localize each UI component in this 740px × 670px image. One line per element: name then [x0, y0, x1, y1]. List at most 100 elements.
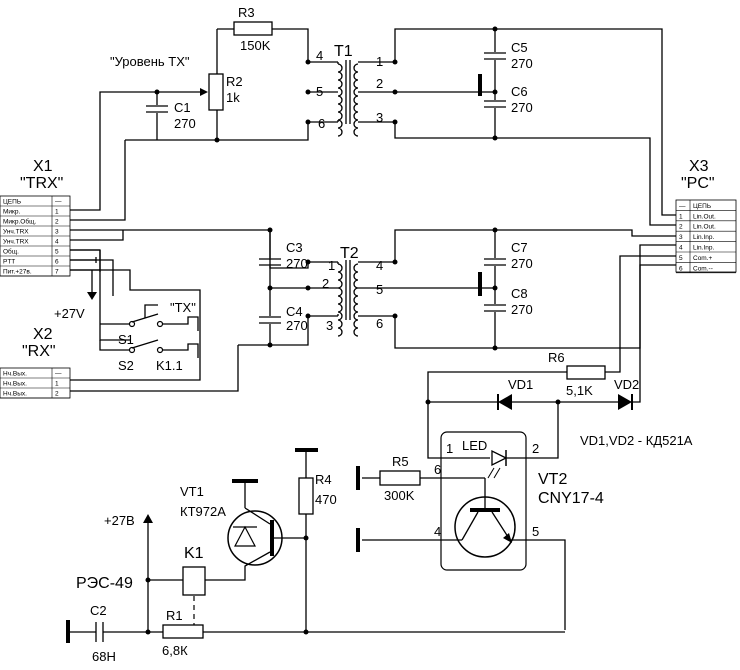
x1-row-5-a: Общ.	[3, 248, 19, 256]
x3-row-6-a: 6	[679, 265, 683, 272]
t1-pin-2: 2	[376, 76, 383, 91]
vd1-label: VD1	[508, 377, 533, 392]
t2-pin-1: 1	[328, 258, 335, 273]
x1-row-0-b: —	[55, 199, 62, 206]
ptt-switch-network	[70, 249, 239, 392]
r2-wiper-arrow	[200, 88, 208, 96]
vt2-name: CNY17-4	[538, 490, 604, 507]
r6-resistor	[566, 365, 606, 380]
x1-mic-wiring	[70, 140, 126, 221]
x3-row-0-a: —	[679, 203, 686, 210]
pc-lin-inp-2-wire	[394, 244, 676, 349]
t1-transformer	[337, 59, 398, 137]
r2-value: 1k	[226, 90, 240, 105]
c1-value: 270	[174, 116, 196, 131]
x1-row-0-a: ЦЕПЬ	[3, 199, 21, 206]
k1-relay-coil	[182, 566, 206, 596]
vt2-label: VT2	[538, 471, 567, 488]
r1-label: R1	[166, 608, 183, 623]
x2-row-0-b: —	[55, 371, 62, 378]
x2-name: "RX"	[22, 343, 56, 360]
t2-transformer	[337, 259, 398, 337]
x1-row-2-b: 2	[55, 219, 59, 226]
x3-row-1-a: 1	[679, 213, 683, 220]
r2-label: R2	[226, 74, 243, 89]
led-label: LED	[462, 438, 487, 453]
x3-row-4-a: 4	[679, 245, 683, 252]
pc-lin-out-1-wire	[394, 28, 676, 216]
x2-row-2-a: Нч.Вых.	[3, 391, 27, 398]
t1-output-network	[394, 26, 676, 226]
tx-note: "TX"	[170, 300, 196, 315]
x1-row-1-b: 1	[55, 209, 59, 216]
t2-pin-5: 5	[376, 282, 383, 297]
t1-pin-5: 5	[316, 84, 323, 99]
x1-label: X1	[33, 158, 53, 175]
t1-pin-3: 3	[376, 110, 383, 125]
c5-value: 270	[511, 56, 533, 71]
x2-label: X2	[33, 326, 53, 343]
r1-resistor	[162, 624, 204, 639]
r6-value: 5,1K	[566, 383, 593, 398]
t1-label: T1	[334, 43, 353, 60]
x2-row-1-b: 1	[55, 381, 59, 388]
c6-value: 270	[511, 100, 533, 115]
r3-value: 150K	[240, 38, 271, 53]
cny-pin-5: 5	[532, 524, 539, 539]
r1-value: 6,8К	[162, 643, 188, 658]
x1-row-3-a: Унч.TRX	[3, 229, 29, 236]
plus27v-arrow-label: +27V	[54, 306, 85, 321]
cny-pin-2: 2	[532, 441, 539, 456]
r5-label: R5	[392, 454, 409, 469]
x3-row-3-b: Lin.Inp.	[693, 234, 715, 241]
k1-label: K1	[184, 545, 204, 562]
x3-label: X3	[689, 158, 709, 175]
cny-pin-6: 6	[434, 462, 441, 477]
t2-pin-6: 6	[376, 316, 383, 331]
x1-row-5-b: 5	[55, 249, 59, 256]
r5-resistor	[379, 470, 421, 486]
k1-type: РЭС-49	[76, 575, 133, 592]
t1-pin-6: 6	[318, 116, 325, 131]
s2-label: S2	[118, 358, 134, 373]
r5-value: 300K	[384, 488, 415, 503]
vd-note: VD1,VD2 - КД521А	[580, 433, 693, 448]
c2-label: C2	[90, 603, 107, 618]
c8-value: 270	[511, 302, 533, 317]
t1-pin-1: 1	[376, 54, 383, 69]
x1-name: "TRX"	[20, 175, 63, 192]
x3-row-2-a: 2	[679, 224, 683, 231]
x3-row-0-b: ЦЕПЬ	[693, 203, 711, 210]
x1-row-1-a: Микр.	[3, 209, 21, 216]
t2-pin-3: 3	[326, 318, 333, 333]
x1-row-6-b: 6	[55, 259, 59, 266]
pc-lin-out-2-wire	[394, 122, 676, 226]
k1-1-label: K1.1	[156, 358, 183, 373]
x1-row-3-b: 3	[55, 229, 59, 236]
x2-row-1-a: Нч.Вых.	[3, 381, 27, 388]
vt1-label: VT1	[180, 484, 204, 499]
t1-input-network	[99, 21, 338, 196]
level-note: "Уровень ТХ"	[110, 54, 190, 69]
x3-row-5-b: Com.+	[693, 255, 713, 262]
pc-lin-inp-1-wire	[394, 229, 676, 262]
x1-row-4-b: 4	[55, 239, 59, 246]
vt1-name: КТ972А	[180, 504, 226, 519]
cny-pin-1: 1	[446, 441, 453, 456]
r4-resistor	[298, 477, 314, 515]
c8-label: C8	[511, 286, 528, 301]
x3-row-5-a: 5	[679, 255, 683, 262]
c7-label: C7	[511, 240, 528, 255]
x3-row-6-b: Com.--	[693, 265, 713, 272]
com-network	[425, 255, 676, 459]
c5-label: C5	[511, 40, 528, 55]
x2-row-2-b: 2	[55, 391, 59, 398]
x3-row-1-b: Lin.Out.	[693, 213, 716, 220]
x1-row-4-a: Унч.TRX	[3, 239, 29, 246]
r3-label: R3	[238, 5, 255, 20]
c4-value: 270	[286, 318, 308, 333]
x3-row-2-b: Lin.Out.	[693, 224, 716, 231]
